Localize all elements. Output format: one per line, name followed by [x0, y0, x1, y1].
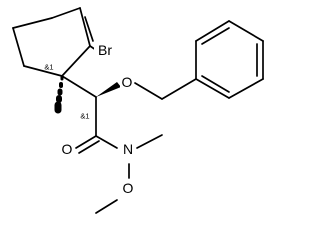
- stereo-label-alpha: &1: [80, 112, 89, 121]
- bond-ring-c2-c3: [79, 7, 91, 47]
- svg-text:Br: Br: [98, 42, 112, 58]
- atom-n-amide: N: [120, 140, 136, 158]
- bond-ring-c2-c3-double: [84, 16, 94, 42]
- svg-text:O: O: [62, 141, 73, 157]
- bond-ring-c3-c4: [61, 45, 91, 77]
- bond-carbonyl-o-1: [75, 135, 97, 149]
- bond-alpha-o-bold-wedge: [96, 82, 121, 97]
- bond-n-methyl: [136, 134, 163, 149]
- bond-carbonyl-o-2: [78, 140, 100, 154]
- bond-o-methyl: [95, 199, 118, 214]
- cyclohexene-ring: [12, 7, 94, 77]
- bond-ring-c1-c2: [51, 7, 81, 19]
- svg-text:O: O: [123, 180, 134, 196]
- bond-o-ch2: [134, 82, 163, 100]
- bond-ch2-phenyl: [161, 78, 197, 100]
- svg-text:N: N: [123, 141, 133, 157]
- bond-quaternary-alpha: [61, 75, 97, 98]
- chemical-structure: Br O O N O &1 &1: [12, 7, 264, 214]
- bond-ring-c6-c1: [12, 17, 53, 29]
- atom-o-methoxy: O: [121, 179, 136, 197]
- methyl-hashed-wedge: [54, 75, 64, 114]
- stereo-label-quaternary: &1: [44, 63, 53, 72]
- atom-o-ether: O: [120, 74, 134, 91]
- benzene-ring: [195, 20, 264, 99]
- atom-br: Br: [94, 41, 116, 59]
- bond-ring-c4-c5: [23, 65, 63, 77]
- bond-carbonyl-n: [95, 135, 118, 149]
- atom-o-carbonyl: O: [60, 141, 74, 158]
- bond-ring-c5-c6: [12, 27, 25, 67]
- svg-text:O: O: [122, 74, 133, 90]
